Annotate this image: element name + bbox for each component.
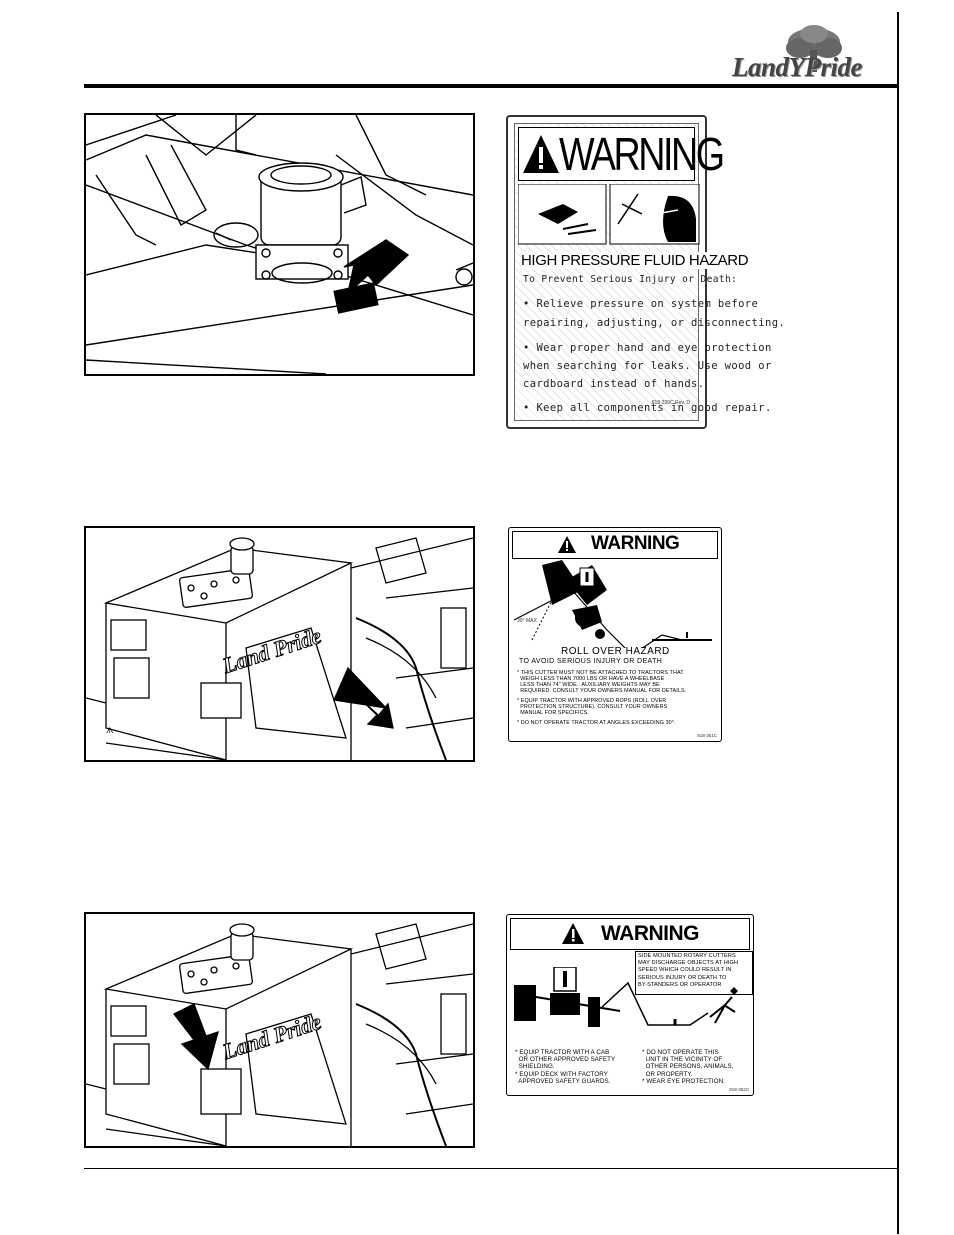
logo-text: LandYPride <box>732 52 863 82</box>
thrown-object-pictogram <box>514 967 738 1027</box>
decal1-line: repairing, adjusting, or disconnecting. <box>523 317 786 329</box>
decal3-code: 818-352C <box>729 1087 749 1092</box>
decal2-bullet: * DO NOT OPERATE TRACTOR AT ANGLES EXCEE… <box>517 720 676 726</box>
rollover-pictogram <box>513 560 712 648</box>
decal2-bullet: * EQUIP TRACTOR WITH APPROVED ROPS (ROLL… <box>517 698 668 716</box>
page-right-rule <box>897 12 899 1234</box>
decal1-code: 818-339C Rev. D <box>651 400 690 406</box>
decal2-title: ROLL OVER HAZARD <box>561 646 670 657</box>
alert-triangle-icon <box>558 536 576 553</box>
decal1-line: • Relieve pressure on system before <box>523 298 759 310</box>
alert-triangle-icon <box>562 923 584 944</box>
decal-high-pressure-fluid: WARNING HIGH PRESSURE FLUID HAZARD To Pr… <box>506 115 785 429</box>
warning-banner: WARNING <box>512 531 718 559</box>
angle-label: 30° MAX <box>517 618 537 624</box>
decal2-code: 818-351C <box>697 733 717 738</box>
decal-roll-over: WARNING 30° MAX ROLL OVER HAZARD TO AVOI… <box>508 527 722 742</box>
decal1-line: cardboard instead of hands. <box>523 378 705 390</box>
alert-triangle-icon <box>523 135 559 173</box>
decal1-line: when searching for leaks. Use wood or <box>523 360 772 372</box>
warning-word: WARNING <box>591 533 680 554</box>
warning-word: WARNING <box>601 922 700 945</box>
photo-hydraulic-motor <box>84 113 475 376</box>
footer-rule <box>84 1168 898 1169</box>
decal-thrown-objects: WARNING SIDE MOUNTED ROTARY CUTTERS MAY … <box>506 914 754 1096</box>
warning-word: WARNING <box>559 128 725 180</box>
svg-text:ᗑ: ᗑ <box>106 726 114 735</box>
decal2-bullet: * THIS CUTTER MUST NOT BE ATTACHED TO TR… <box>517 670 687 694</box>
decal1-line: • Wear proper hand and eye protection <box>523 342 772 354</box>
brand-logo: LandYPride <box>728 20 900 86</box>
warning-banner: WARNING <box>518 127 725 181</box>
decal1-line: To Prevent Serious Injury or Death: <box>523 274 738 285</box>
hazard-pictograms <box>518 184 700 245</box>
photo-housing-front-decal: Land Pride <box>84 912 475 1148</box>
decal1-title: HIGH PRESSURE FLUID HAZARD <box>521 252 749 269</box>
decal3-box-text: SIDE MOUNTED ROTARY CUTTERS MAY DISCHARG… <box>635 951 753 995</box>
tree-icon <box>786 25 842 72</box>
photo-housing-side-decal: ᗑ Land Pride <box>84 526 475 762</box>
decal3-left-col: * EQUIP TRACTOR WITH A CAB OR OTHER APPR… <box>515 1049 616 1085</box>
warning-banner: WARNING <box>510 918 750 950</box>
decal-background: WARNING HIGH PRESSURE FLUID HAZARD To Pr… <box>514 123 785 421</box>
header-rule <box>84 84 898 88</box>
decal3-right-col: * DO NOT OPERATE THIS UNIT IN THE VICINI… <box>642 1049 734 1085</box>
decal1-line: • Keep all components in good repair. <box>523 402 772 414</box>
decal2-subtitle: TO AVOID SERIOUS INJURY OR DEATH <box>519 658 663 665</box>
